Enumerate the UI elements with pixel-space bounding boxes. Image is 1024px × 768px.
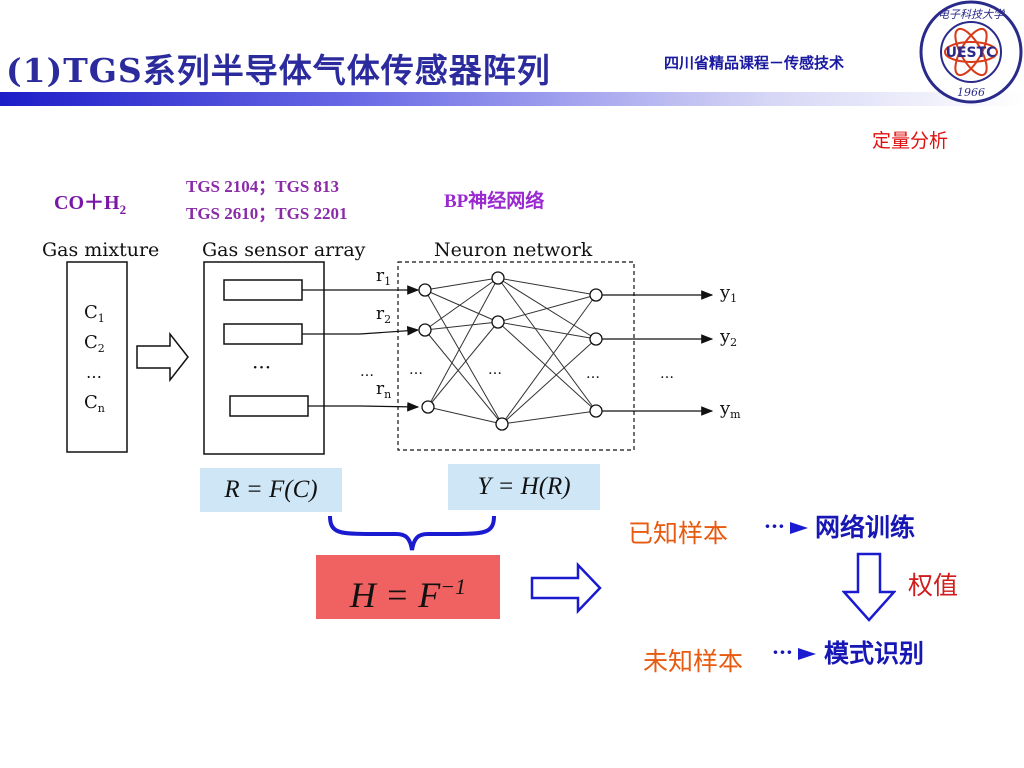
input-node-2	[418, 323, 432, 337]
hidden-ellipsis: …	[488, 362, 502, 378]
tgs-models-line1: TGS 2104；TGS 813	[186, 177, 340, 196]
output-node-1	[589, 288, 603, 302]
hidden-node-1	[491, 271, 505, 285]
course-label: 四川省精品课程－传感技术	[664, 54, 845, 72]
concentration-c2: C2	[84, 332, 105, 355]
neural-network-box	[397, 261, 635, 451]
response-r2: r2	[376, 304, 391, 326]
gas-mixture-box	[66, 261, 128, 453]
sensor-n	[229, 395, 309, 417]
response-r1: r1	[376, 266, 391, 288]
output-node-m	[589, 404, 603, 418]
logo-center-text: UESTC	[946, 45, 997, 61]
gas-label: CO＋H2	[54, 192, 127, 217]
hollow-arrow-icon	[136, 331, 189, 383]
output-y2: y2	[719, 326, 737, 349]
big-hollow-arrow-icon	[530, 562, 602, 614]
down-hollow-arrow-icon	[842, 552, 896, 622]
bp-network-label: BP神经网络	[444, 191, 545, 212]
gas-mixture-label: Gas mixture	[42, 239, 159, 261]
quantitative-analysis-label: 定量分析	[872, 130, 949, 152]
uestc-logo: UESTC 电子科技大学 1966	[919, 0, 1023, 104]
known-samples-label: 已知样本	[628, 519, 729, 548]
h-formula: H = F−1	[316, 555, 500, 619]
output-ellipsis: …	[586, 366, 600, 382]
sensor-array-label: Gas sensor array	[202, 239, 366, 261]
tgs-models-line2: TGS 2610；TGS 2201	[186, 204, 348, 223]
response-ellipsis: …	[360, 364, 374, 380]
page-title: (1)TGS系列半导体气体传感器阵列	[6, 51, 551, 90]
input-node-n	[421, 400, 435, 414]
input-node-1	[418, 283, 432, 297]
logo-top-text: 电子科技大学	[938, 8, 1006, 21]
pattern-recognition-label: 模式识别	[824, 639, 925, 668]
output-ym: ym	[719, 398, 741, 421]
concentration-ellipsis: …	[86, 363, 102, 382]
output-node-2	[589, 332, 603, 346]
arrowhead-icon	[790, 522, 808, 534]
input-ellipsis: …	[409, 362, 423, 378]
connector-dots-2: ···	[772, 640, 793, 664]
sensor-network-diagram: Gas mixture Gas sensor array Neuron netw…	[42, 239, 741, 455]
arrowhead-icon-2	[798, 648, 816, 660]
unknown-samples-label: 未知样本	[643, 647, 744, 676]
y-formula: Y = H(R)	[448, 464, 600, 510]
concentration-c1: C1	[84, 302, 105, 325]
network-training-label: 网络训练	[815, 513, 916, 542]
sensor-array-box	[203, 261, 325, 455]
neuron-network-label: Neuron network	[434, 239, 593, 261]
connector-dots-1: ···	[764, 514, 785, 538]
sensor-ellipsis: ···	[252, 355, 271, 379]
hidden-node-2	[491, 315, 505, 329]
concentration-cn: Cn	[84, 392, 105, 415]
r-formula: R = F(C)	[200, 468, 342, 512]
curly-brace-icon	[328, 515, 496, 551]
weights-label: 权值	[908, 571, 959, 600]
output-y1: y1	[719, 282, 737, 305]
logo-year: 1966	[957, 86, 985, 99]
y-ellipsis: …	[660, 366, 674, 382]
sensor-1	[223, 279, 303, 301]
header-gradient-bar	[0, 92, 1024, 106]
hidden-node-n	[495, 417, 509, 431]
response-rn: rn	[376, 379, 391, 401]
sensor-2	[223, 323, 303, 345]
